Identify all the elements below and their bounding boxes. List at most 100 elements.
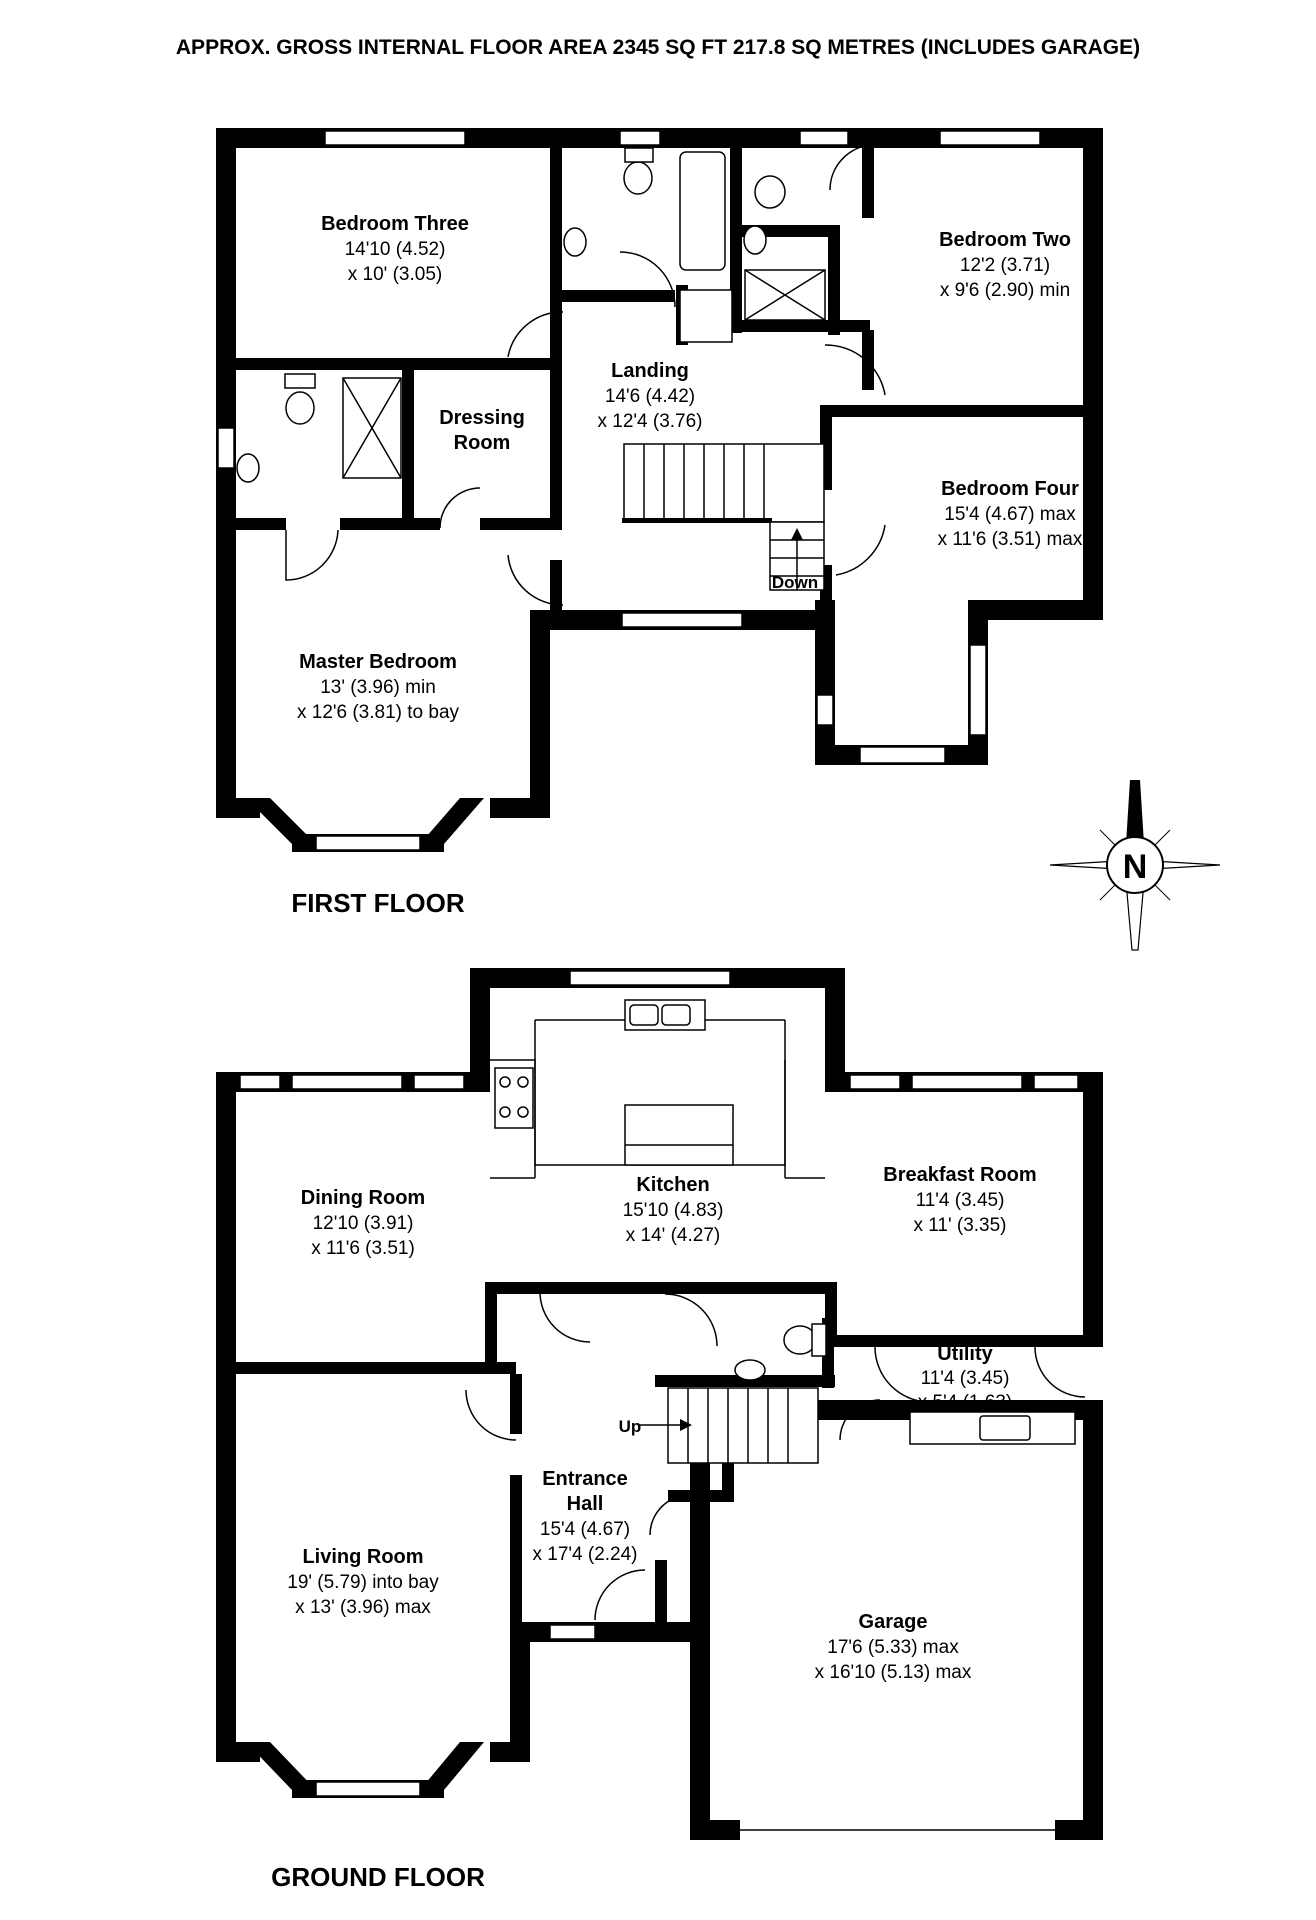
gf-wall-wc-bottom [655,1375,835,1387]
gf-wall-garage-br [1055,1820,1103,1840]
ff-wall-b2-lower-stub [862,330,874,390]
bedroom-two-dim1: 12'2 (3.71) [960,255,1050,276]
kitchen-dim1: 15'10 (4.83) [623,1200,724,1221]
ff-wall-bath-bottom [550,290,675,302]
gf-wall-cupboard-bottom [668,1490,734,1502]
ff-bay-right-wall [420,798,484,844]
gf-wall-living-right-mid [510,1475,522,1625]
gf-wall-garage-left [690,1400,710,1840]
ff-airing-cupboard [679,289,733,343]
ff-wall-master-br [490,798,550,818]
master-bedroom-dim1: 13' (3.96) min [320,677,436,698]
ff-window-b3 [324,130,466,146]
bedroom-four-dim2: x 11'6 (3.51) max [938,529,1083,550]
ff-basin-master [236,453,260,483]
ff-door-master [285,529,339,581]
living-room-dim2: x 13' (3.96) max [295,1597,431,1618]
dining-room-name: Dining Room [301,1187,425,1209]
gf-door-garage [649,1494,691,1536]
ff-door-ensuite [829,144,873,191]
gf-wall-right-upper [1083,1072,1103,1347]
ff-door-dressing [507,554,564,606]
dining-room-dim1: 12'10 (3.91) [313,1213,414,1234]
ff-wall-ensuite-top [742,225,840,237]
gf-window-kitchen [569,970,731,986]
ff-wc-master [285,391,315,425]
gf-window-dining-c [413,1074,465,1090]
ff-window-master-ensuite [217,427,235,469]
entrance-hall-name2: Hall [567,1493,604,1515]
gf-wall-hall-bottom-stub [655,1560,667,1632]
gf-window-breakfast-c [1033,1074,1079,1090]
gf-door-store [539,1291,591,1343]
utility-dim2: x 5'4 (1.63) [918,1392,1012,1413]
ff-door-dressing-room [439,487,481,529]
ff-window-b4-bottom [859,746,946,764]
bedroom-four-name: Bedroom Four [941,478,1079,500]
bedroom-three-dim2: x 10' (3.05) [348,264,442,285]
gf-wc-toilet [783,1325,817,1355]
ff-wall-b3-bottom [216,358,561,370]
gf-wall-dining-bottom [216,1362,516,1374]
gf-door-living [465,1389,517,1441]
dressing-room-name1: Dressing [439,407,525,429]
master-bedroom-name: Master Bedroom [299,651,457,673]
ff-wall-master-right [530,610,550,818]
ff-window-ensuite [799,130,849,146]
breakfast-room-name: Breakfast Room [883,1164,1036,1186]
ff-wc-bathroom [623,161,653,195]
gf-wall-hall-top [485,1282,835,1294]
gf-wall-garage-bl [690,1820,740,1840]
ff-wall-b4-step [968,600,1103,620]
gf-window-dining-b [291,1074,403,1090]
compass-n-label: N [1123,848,1148,886]
ff-window-b4-left [816,694,834,726]
landing-dim1: 14'6 (4.42) [605,386,695,407]
utility-dim1: 11'4 (3.45) [921,1368,1010,1389]
gf-wc-cistern [811,1323,827,1357]
gf-wall-living-top-right [510,1374,522,1434]
master-bedroom-dim2: x 12'6 (3.81) to bay [297,702,460,723]
ff-wall-master-bl [216,798,260,818]
kitchen-name: Kitchen [636,1174,709,1196]
gf-door-utility-back [1034,1346,1086,1398]
ground-floor-label: GROUND FLOOR [271,1862,485,1892]
ff-wall-dressing-left [402,358,414,518]
ff-door-b4 [835,524,886,576]
gf-wall-right-lower [1083,1400,1103,1840]
first-floor-label: FIRST FLOOR [291,888,465,918]
gf-wall-kitchen-right [825,968,845,1078]
gf-wall-living-right [510,1622,530,1762]
dressing-room-name2: Room [454,432,511,454]
gf-wall-hall-bottom [520,1622,710,1642]
landing-name: Landing [611,360,689,382]
gf-wc-basin [734,1359,766,1381]
ff-basin-ensuite [743,225,767,255]
bedroom-two-dim2: x 9'6 (2.90) min [940,280,1070,301]
ff-wall-b4-top [820,405,1103,417]
gf-door-wc [664,1293,718,1347]
gf-utility-sink-icon [979,1415,1031,1441]
compass-icon: N [1049,780,1221,951]
ff-bath [679,151,726,271]
gf-window-living-bay [315,1781,421,1797]
gf-door-utility [874,1346,931,1403]
floor-area-header: APPROX. GROSS INTERNAL FLOOR AREA 2345 S… [176,36,1140,59]
down-label: Down [772,573,818,592]
bedroom-two-name: Bedroom Two [939,229,1071,251]
first-floor-plan: Bedroom Three 14'10 (4.52) x 10' (3.05) … [216,128,1103,918]
gf-wall-store-left [485,1282,497,1372]
utility-name: Utility [937,1343,993,1365]
garage-dim1: 17'6 (5.33) max [827,1637,959,1658]
ff-window-landing [621,612,743,628]
entrance-hall-name1: Entrance [542,1468,628,1490]
living-room-name: Living Room [302,1546,423,1568]
gf-window-hall [549,1624,596,1640]
gf-hob-icon [494,1067,534,1129]
entrance-hall-dim1: 15'4 (4.67) [540,1519,630,1540]
gf-bay-left-wall [246,1742,316,1790]
ff-wall-dressing-right [550,358,562,528]
ff-staircase [622,443,825,591]
gf-wall-left [216,1072,236,1762]
